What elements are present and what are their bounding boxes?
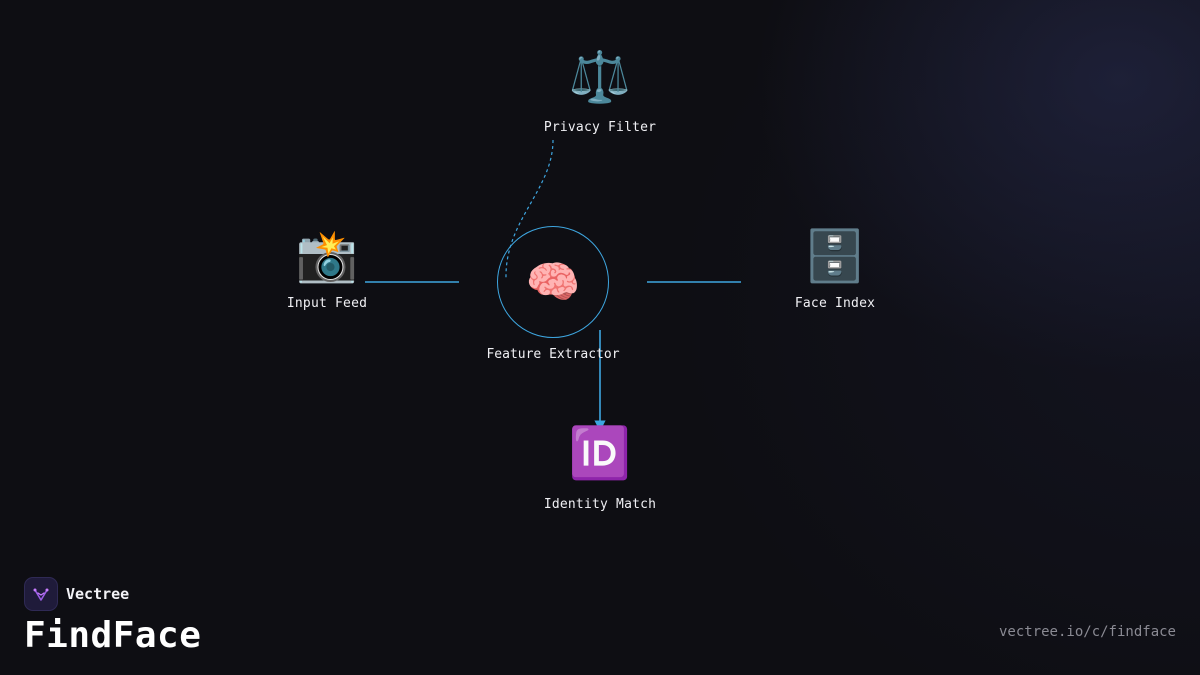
node-identity-match[interactable]: 🆔 Identity Match — [500, 423, 700, 512]
balance-scale-icon: ⚖️ — [568, 48, 632, 106]
node-input-feed[interactable]: 📸 Input Feed — [227, 226, 427, 311]
id-badge-icon: 🆔 — [568, 424, 632, 482]
brain-icon: 🧠 — [525, 257, 581, 308]
node-privacy-filter[interactable]: ⚖️ Privacy Filter — [500, 47, 700, 135]
company-name: Vectree — [66, 585, 130, 603]
file-cabinet-icon: 🗄️ — [803, 227, 867, 285]
node-label: Privacy Filter — [543, 120, 657, 135]
camera-flash-icon: 📸 — [295, 227, 359, 285]
branding-block: Vectree FindFace — [24, 577, 201, 656]
product-url[interactable]: vectree.io/c/findface — [998, 624, 1176, 640]
node-feature-extractor[interactable]: 🧠 — [497, 226, 609, 338]
node-face-index[interactable]: 🗄️ Face Index — [735, 226, 935, 311]
product-title: FindFace — [24, 615, 202, 656]
node-label: Input Feed — [286, 296, 368, 311]
node-label: Face Index — [794, 296, 876, 311]
brand-row: Vectree — [24, 577, 201, 611]
node-label-feature-extractor: Feature Extractor — [486, 347, 620, 362]
node-label: Identity Match — [543, 497, 657, 512]
vectree-logo-icon[interactable] — [24, 577, 58, 611]
